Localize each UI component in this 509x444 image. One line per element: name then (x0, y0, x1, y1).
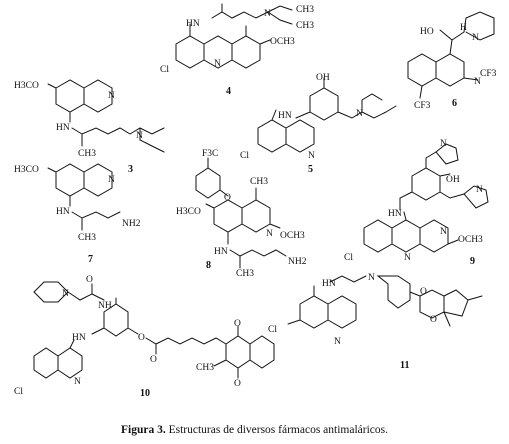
structure-compound-7: H3CO N HN CH3 NH2 7 (14, 163, 141, 265)
compound-number: 4 (226, 86, 231, 97)
atom-o: O (86, 275, 93, 285)
atom-hn: HN (186, 19, 200, 29)
atom-och3: OCH3 (270, 37, 295, 47)
atom-hn: HN (72, 333, 86, 343)
atom-h3co: H3CO (14, 165, 39, 175)
compound-number: 8 (206, 260, 211, 271)
atom-cf3: CF3 (414, 101, 431, 111)
figure-caption-text: Estructuras de diversos fármacos antimal… (165, 424, 388, 436)
atom-ch3: CH3 (296, 5, 314, 15)
atom-cl: Cl (14, 387, 23, 397)
structure-compound-5: OH N HN Cl N 5 (240, 73, 397, 175)
atom-n: N (74, 377, 81, 387)
atom-ch3: CH3 (78, 233, 96, 243)
atom-och3: OCH3 (458, 235, 483, 245)
atom-n: N (368, 273, 375, 283)
figure-caption-label: Figura 3. (121, 424, 166, 436)
atom-n: N (334, 337, 341, 347)
atom-cf3: CF3 (480, 69, 497, 79)
atom-hn: HN (322, 279, 336, 289)
atom-n: N (404, 253, 411, 263)
atom-n: N (440, 227, 447, 237)
atom-h3co: H3CO (176, 207, 201, 217)
figure-caption: Figura 3. Estructuras de diversos fármac… (0, 424, 509, 436)
atom-hn: HN (388, 209, 402, 219)
atom-n: N (474, 77, 481, 87)
atom-cl: Cl (344, 253, 353, 263)
atom-och3: OCH3 (280, 231, 305, 241)
atom-h: H (460, 23, 467, 33)
atom-n: N (108, 175, 115, 185)
atom-n: N (62, 289, 69, 299)
atom-cl: Cl (160, 65, 169, 75)
atom-nh: NH (98, 301, 112, 311)
atom-o: O (234, 319, 241, 329)
atom-ho: HO (420, 27, 434, 37)
atom-hn: HN (214, 247, 228, 257)
atom-hn: HN (56, 207, 70, 217)
atom-n: N (264, 9, 271, 19)
atom-o: O (224, 193, 231, 203)
atom-ch3: CH3 (236, 269, 254, 279)
atom-o: O (420, 287, 427, 297)
compound-number: 11 (400, 360, 409, 371)
atom-n: N (308, 151, 315, 161)
structure-compound-9: N OH N HN Cl N N OCH3 9 (344, 139, 489, 267)
compound-number: 6 (452, 98, 457, 109)
atom-oh: OH (446, 175, 460, 185)
compound-number: 9 (470, 256, 475, 267)
atom-f3c: F3C (202, 149, 218, 159)
atom-n: N (108, 91, 115, 101)
atom-n: N (356, 109, 363, 119)
atom-cl: Cl (240, 151, 249, 161)
atom-ch3: CH3 (78, 149, 96, 159)
compound-number: 3 (128, 164, 133, 175)
structure-compound-3: H3CO N HN CH3 N 3 (14, 79, 165, 175)
atom-cl: Cl (268, 325, 277, 335)
atom-nh2: NH2 (122, 219, 141, 229)
atom-o: O (138, 333, 145, 343)
atom-n: N (476, 185, 483, 195)
atom-o: O (234, 379, 241, 389)
atom-ch3: CH3 (196, 363, 214, 373)
atom-n: N (266, 229, 273, 239)
atom-hn: HN (56, 123, 70, 133)
structure-compound-11: HN N Cl N O O 11 (268, 273, 483, 371)
structure-compound-10: NH N O HN O O Cl N O O CH3 10 (14, 275, 275, 399)
atom-h3co: H3CO (14, 81, 39, 91)
atom-n: N (214, 59, 221, 69)
atom-ch3: CH3 (250, 177, 268, 187)
structure-compound-6: HO H N N CF3 CF3 6 (407, 11, 497, 111)
atom-o: O (430, 315, 437, 325)
structure-compound-4: HN N CH3 CH3 N Cl OCH3 4 (160, 3, 314, 97)
atom-n: N (472, 33, 479, 43)
atom-oh: OH (316, 73, 330, 83)
atom-ch3: CH3 (296, 21, 314, 31)
compound-number: 5 (308, 164, 313, 175)
structure-compound-8: F3C O CH3 H3CO N OCH3 HN CH3 NH2 8 (176, 149, 307, 279)
atom-hn: HN (278, 111, 292, 121)
compound-number: 10 (140, 388, 150, 399)
atom-n: N (136, 131, 143, 141)
atom-nh2: NH2 (288, 257, 307, 267)
atom-o: O (150, 355, 157, 365)
atom-n: N (440, 139, 447, 149)
compound-number: 7 (88, 254, 93, 265)
